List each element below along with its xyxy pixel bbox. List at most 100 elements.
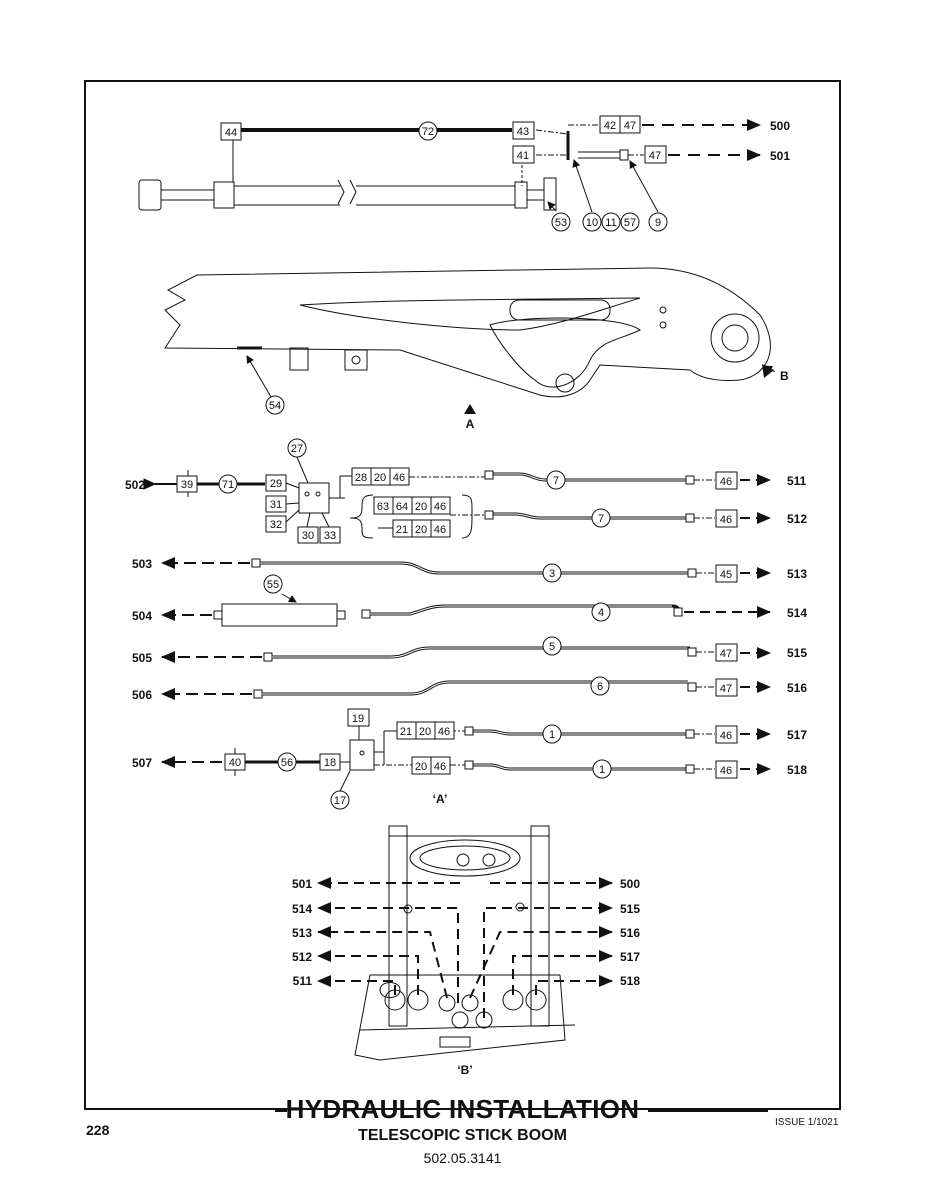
hose-callout-7 (591, 508, 611, 528)
fitting-callout-47-label: 47 (720, 648, 732, 660)
ref-514: 514 (292, 902, 312, 916)
page-title: HYDRAULIC INSTALLATION (285, 1094, 640, 1124)
callout-33: 33 (324, 530, 336, 542)
fitting-callout-45-label: 45 (720, 569, 732, 581)
callout-20: 20 (374, 472, 386, 484)
ref-505: 505 (132, 651, 152, 665)
page-number: 228 (86, 1122, 110, 1138)
hose-callout-1-label: 1 (599, 764, 605, 776)
callout-31: 31 (270, 499, 282, 511)
hose-callout-1 (592, 759, 612, 779)
callout-46: 46 (434, 524, 446, 536)
ref-515: 515 (787, 646, 807, 660)
callout-32: 32 (270, 519, 282, 531)
view-a-title: ‘A’ (433, 792, 448, 806)
callout-27: 27 (291, 443, 303, 455)
drawing-frame (84, 80, 841, 1110)
fitting-callout-46 (715, 471, 738, 490)
valve-block-27 (143, 456, 485, 539)
hose-callout-7 (546, 470, 566, 490)
callout-10: 10 (586, 217, 598, 229)
callout-64: 64 (396, 501, 408, 513)
hose-callout-1-label: 1 (549, 729, 555, 741)
view-a-label: A (466, 417, 475, 431)
ref-517: 517 (787, 728, 807, 742)
hose-callout-4-label: 4 (598, 607, 604, 619)
callout-47: 47 (624, 120, 636, 132)
ref-518: 518 (620, 974, 640, 988)
ref-501: 501 (770, 149, 790, 163)
callout-56: 56 (281, 757, 293, 769)
hose-callout-5-label: 5 (549, 641, 555, 653)
callout-42: 42 (604, 120, 616, 132)
callout-29: 29 (270, 478, 282, 490)
view-a-arrow (464, 404, 476, 414)
ref-500: 500 (620, 877, 640, 891)
view-b-label: B (780, 369, 789, 383)
callout-40: 40 (229, 757, 241, 769)
callout-72: 72 (422, 126, 434, 138)
title-rule-right (648, 1110, 768, 1112)
ref-513: 513 (787, 567, 807, 581)
ref-502: 502 (125, 478, 145, 492)
hose-callout-7-label: 7 (598, 513, 604, 525)
fitting-callout-46-label: 46 (720, 514, 732, 526)
hose-callout-6-label: 6 (597, 681, 603, 693)
block-17-callouts: 55 19 40 56 18 17 21 20 46 20 46 ‘A’ (224, 574, 455, 810)
fitting-callout-46 (715, 725, 738, 744)
callout-41: 41 (517, 150, 529, 162)
callout-21: 21 (400, 726, 412, 738)
callout-55: 55 (267, 579, 279, 591)
callout-20: 20 (415, 524, 427, 536)
callout-9: 9 (655, 217, 661, 229)
callout-63: 63 (377, 501, 389, 513)
callout-39: 39 (181, 479, 193, 491)
page-subtitle: TELESCOPIC STICK BOOM (358, 1127, 567, 1144)
fitting-callout-47-label: 47 (720, 683, 732, 695)
callout-46: 46 (434, 501, 446, 513)
issue-label: ISSUE 1/1021 (775, 1117, 839, 1128)
view-b-arrow (762, 364, 774, 378)
ref-507: 507 (132, 756, 152, 770)
hose-callout-5 (542, 636, 562, 656)
ref-512: 512 (292, 950, 312, 964)
ref-511: 511 (293, 974, 313, 988)
callout-20: 20 (419, 726, 431, 738)
ref-500: 500 (770, 119, 790, 133)
block-27-callouts: 502 39 71 27 29 31 32 30 33 28 20 46 63 … (125, 438, 451, 544)
callout-19: 19 (352, 713, 364, 725)
ref-517: 517 (620, 950, 640, 964)
ref-504: 504 (132, 609, 152, 623)
hose-callout-3 (542, 563, 562, 583)
ref-501: 501 (292, 877, 312, 891)
callout-54: 54 (269, 400, 281, 412)
hose-callout-3-label: 3 (549, 568, 555, 580)
hose-callout-1 (542, 724, 562, 744)
hose-callout-7-label: 7 (553, 475, 559, 487)
callout-20: 20 (415, 501, 427, 513)
hose-callout-4 (591, 602, 611, 622)
callout-57: 57 (624, 217, 636, 229)
cylinder-assembly (138, 119, 761, 213)
callout-46: 46 (434, 761, 446, 773)
hose-callout-6 (590, 676, 610, 696)
ref-511: 511 (787, 474, 807, 488)
view-b-lines (317, 877, 613, 1018)
fitting-callout-46 (715, 509, 738, 528)
ref-514: 514 (787, 606, 807, 620)
hoses (161, 470, 771, 792)
fitting-callout-46-label: 46 (720, 730, 732, 742)
boom-callouts: 54 A B (265, 364, 789, 431)
callout-21: 21 (396, 524, 408, 536)
view-b-manifold (354, 825, 576, 1061)
ref-516: 516 (620, 926, 640, 940)
callout-28: 28 (355, 472, 367, 484)
ref-515: 515 (620, 902, 640, 916)
fitting-callout-47 (715, 678, 738, 697)
view-b-callouts: 501 514 513 512 511 500 515 516 517 518 … (292, 877, 640, 1077)
document-number: 502.05.3141 (423, 1150, 502, 1166)
ref-516: 516 (787, 681, 807, 695)
ref-513: 513 (292, 926, 312, 940)
view-b-title: ‘B’ (457, 1063, 472, 1077)
